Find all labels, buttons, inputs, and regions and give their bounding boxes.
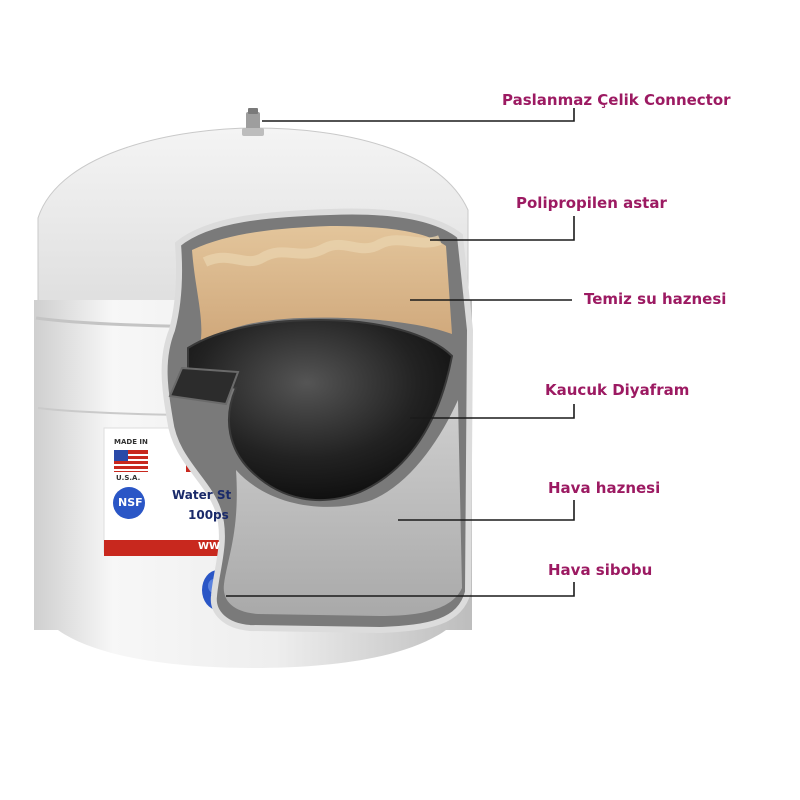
leader-air [398,500,575,521]
sticker-line3: WW [198,541,221,552]
cutaway [161,208,474,634]
leader-valve [226,582,575,597]
rubber-diaphragm [187,318,454,502]
nsf-logo-icon [113,487,145,519]
label-rubber-diaphragm: Kaucuk Diyafram [545,381,690,399]
leader-diaphragm [410,404,575,419]
connector [242,108,264,136]
label-air-chamber: Hava haznesi [548,479,661,497]
label-polypropylene-liner: Polipropilen astar [516,194,667,212]
leader-lines [226,108,575,597]
water-surface-wave [202,235,442,267]
sticker-line1: Water St [172,488,232,502]
leader-liner [430,216,575,241]
sticker-made-in-top: MADE IN [114,438,148,446]
air-chamber [223,400,462,616]
sticker-nsf: NSF [118,496,143,509]
label-air-valve: Hava sibobu [548,561,653,579]
sticker-made-in-bottom: U.S.A. [116,474,141,482]
label-clean-water-chamber: Temiz su haznesi [584,290,727,308]
sticker-line2: 100ps [188,508,229,522]
label-stainless-connector: Paslanmaz Çelik Connector [502,91,731,109]
leader-connector [262,108,575,122]
diaphragm-lip [168,366,240,406]
